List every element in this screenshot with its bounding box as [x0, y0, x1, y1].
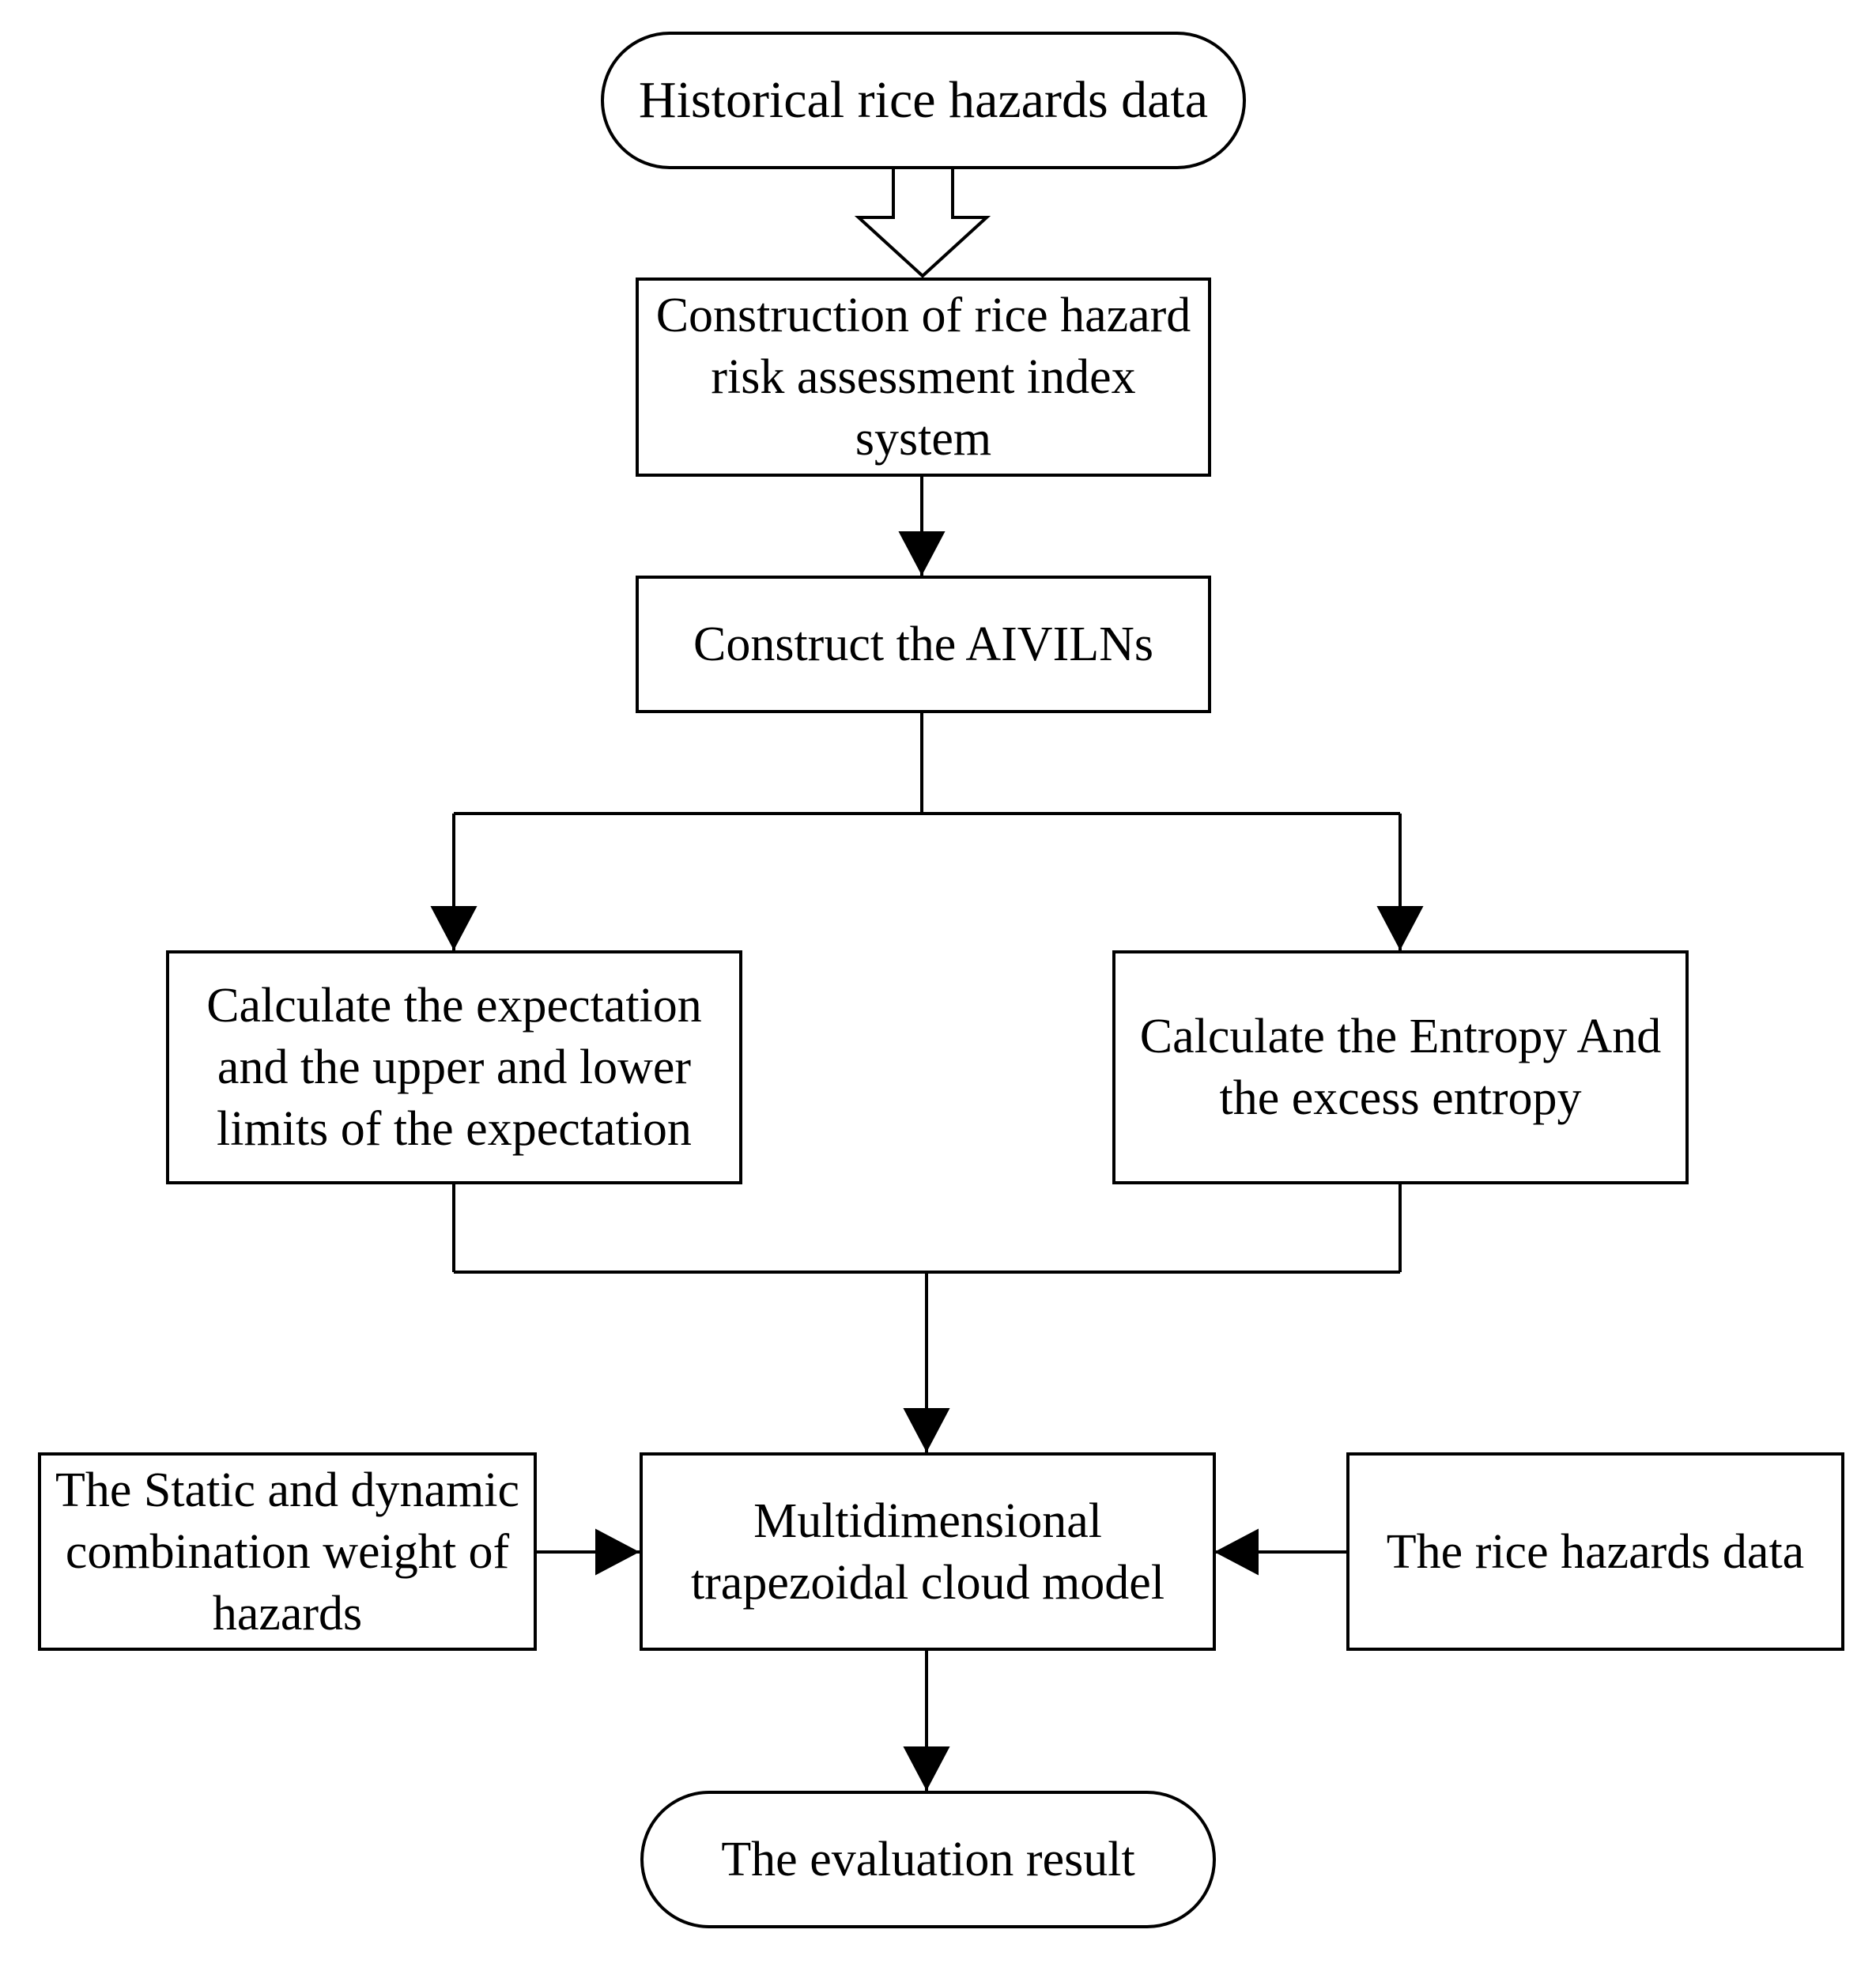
start-terminal: Historical rice hazards data	[601, 32, 1246, 169]
aivilns-box: Construct the AIVILNs	[636, 576, 1211, 713]
hazards-data-box: The rice hazards data	[1346, 1452, 1844, 1651]
weights-box: The Static and dynamic combination weigh…	[38, 1452, 537, 1651]
index-system-box: Construction of rice hazard risk assessm…	[636, 278, 1211, 477]
cloud-model-box: Multidimensional trapezoidal cloud model	[640, 1452, 1216, 1651]
result-terminal: The evaluation result	[640, 1791, 1216, 1928]
entropy-box: Calculate the Entropy And the excess ent…	[1112, 950, 1689, 1184]
expectation-box: Calculate the expectation and the upper …	[166, 950, 742, 1184]
hollow-block-arrow	[854, 166, 991, 278]
